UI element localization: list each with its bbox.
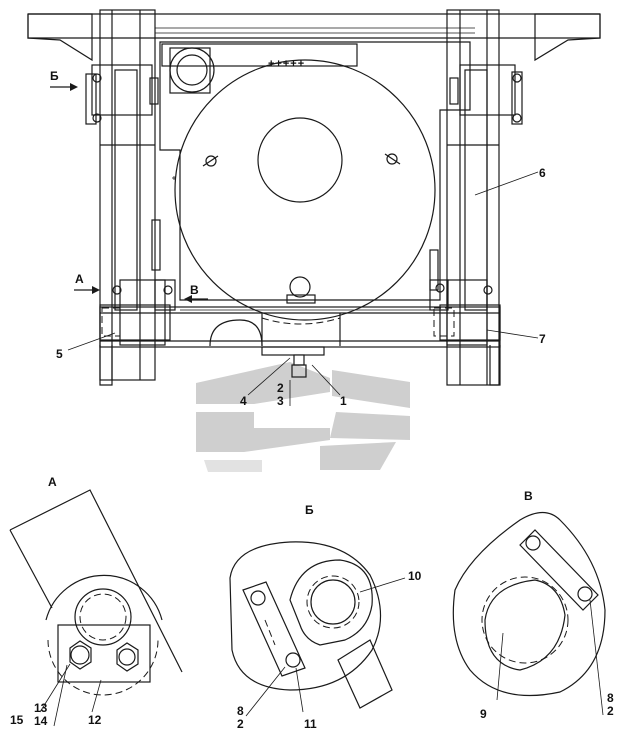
- callout-2-b: 2: [237, 717, 244, 731]
- callout-7: 7: [539, 332, 546, 346]
- callout-14: 14: [34, 714, 48, 728]
- callout-15: 15: [10, 713, 24, 727]
- detail-a-title: А: [48, 475, 57, 489]
- view-mark-b: Б: [50, 69, 59, 83]
- callout-13: 13: [34, 701, 48, 715]
- callout-4: 4: [240, 394, 247, 408]
- main-view: +++++: [27, 9, 601, 386]
- callout-1: 1: [340, 394, 347, 408]
- callout-5: 5: [56, 347, 63, 361]
- detail-b-title: Б: [305, 503, 314, 517]
- detail-a: [9, 489, 183, 727]
- callout-8-b: 8: [237, 704, 244, 718]
- callout-2-v: 2: [607, 704, 614, 718]
- callout-9: 9: [480, 707, 487, 721]
- view-mark-a: А: [75, 272, 84, 286]
- callout-10: 10: [408, 569, 422, 583]
- svg-text:+++++: +++++: [268, 58, 305, 70]
- callout-3: 3: [277, 394, 284, 408]
- callout-2: 2: [277, 381, 284, 395]
- view-mark-v: В: [190, 283, 199, 297]
- detail-v: [452, 511, 606, 716]
- callout-12: 12: [88, 713, 102, 727]
- callout-8-v: 8: [607, 691, 614, 705]
- main-leaders: [67, 171, 539, 406]
- detail-v-title: В: [524, 489, 533, 503]
- callout-6: 6: [539, 166, 546, 180]
- detail-b: [229, 541, 406, 717]
- callout-11: 11: [304, 717, 317, 731]
- watermark-logo: [196, 362, 410, 472]
